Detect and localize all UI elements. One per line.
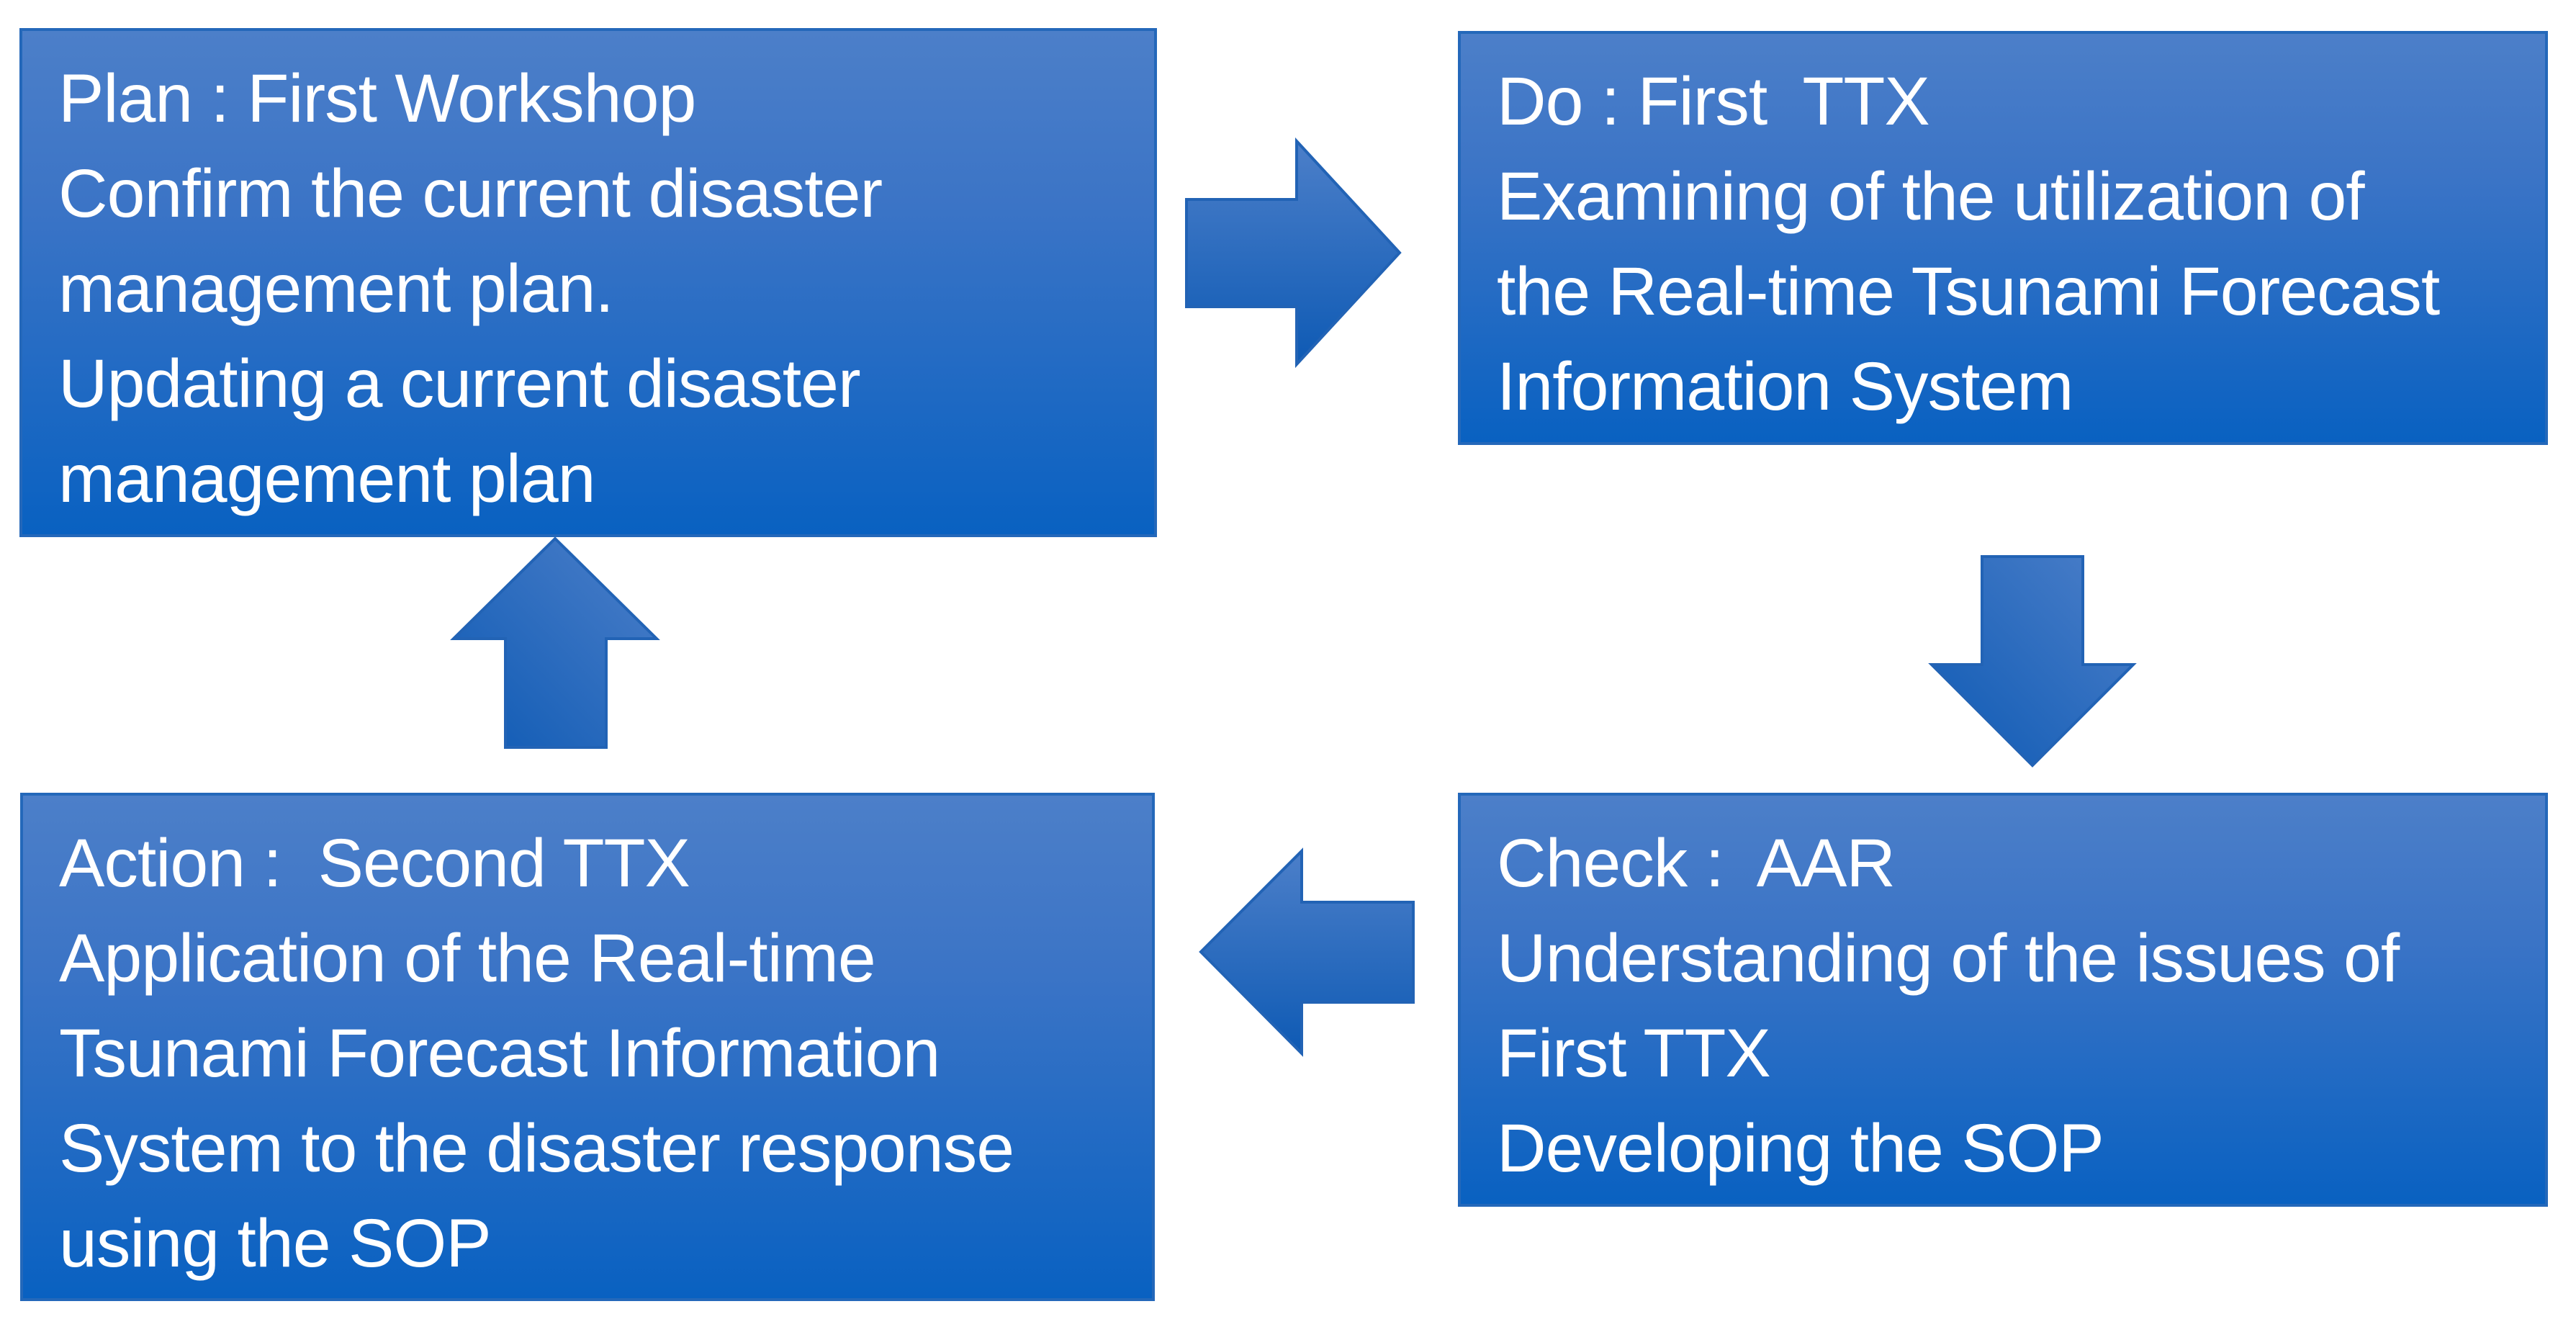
- arrow-left-icon: [1199, 847, 1415, 1057]
- flow-step-check-text: Check : AAR Understanding of the issues …: [1497, 825, 2400, 1187]
- arrow-down-icon: [1928, 555, 2137, 768]
- flow-step-action: Action : Second TTX Application of the R…: [20, 793, 1155, 1301]
- flow-step-plan: Plan : First Workshop Confirm the curren…: [19, 28, 1157, 537]
- arrow-right-icon: [1185, 137, 1402, 369]
- arrow-up-icon: [450, 536, 660, 749]
- flow-step-check: Check : AAR Understanding of the issues …: [1458, 793, 2548, 1207]
- flow-step-action-text: Action : Second TTX Application of the R…: [59, 825, 1014, 1282]
- flow-step-do: Do : First TTX Examining of the utilizat…: [1458, 31, 2548, 445]
- flow-step-plan-text: Plan : First Workshop Confirm the curren…: [58, 60, 883, 517]
- flow-step-do-text: Do : First TTX Examining of the utilizat…: [1497, 63, 2440, 425]
